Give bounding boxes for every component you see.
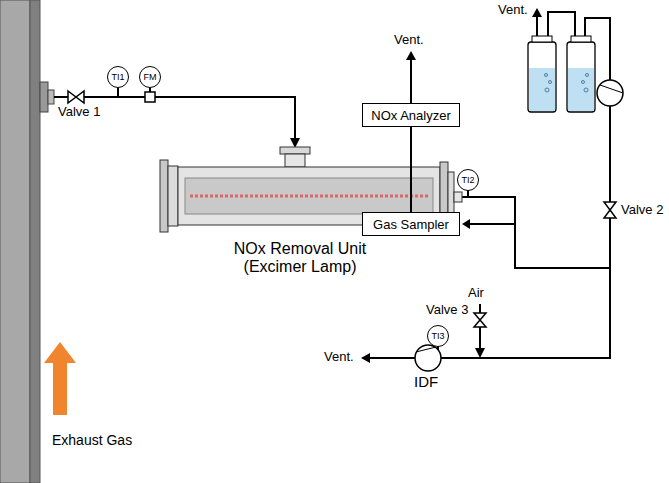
annotation-label: Vent. xyxy=(394,33,424,48)
ti1-stub xyxy=(117,88,119,97)
flowmeter-body xyxy=(145,92,155,102)
instrument-tag: TI3 xyxy=(431,332,444,341)
analyzer-vent-pipe xyxy=(410,58,412,103)
exhaust-arrow-head xyxy=(44,342,76,363)
device-name: NOx Analyzer xyxy=(371,109,450,122)
return-pipe xyxy=(441,106,610,358)
annotation-label: Air xyxy=(468,286,484,301)
stack-nozzle xyxy=(48,90,54,104)
valve-symbol xyxy=(474,313,486,327)
valve-symbol xyxy=(68,91,84,103)
pipe-connector xyxy=(411,127,412,212)
instrument-tag: TI1 xyxy=(111,73,124,82)
unit-outlet xyxy=(454,192,462,202)
stack-side xyxy=(30,0,40,483)
excimer-lamp xyxy=(185,178,433,214)
annotation-label: Valve 1 xyxy=(58,105,100,120)
impinger-bottle xyxy=(567,42,595,112)
stack-front xyxy=(0,0,30,483)
outlet-pipe xyxy=(462,197,610,268)
unit-flange xyxy=(168,166,178,226)
sample-pipe xyxy=(470,223,515,225)
instrument-circle: TI2 xyxy=(457,169,479,191)
fan-symbol xyxy=(415,345,441,371)
pipe-line xyxy=(410,127,412,212)
device-box: NOx Analyzer xyxy=(362,103,460,127)
device-name: Gas Sampler xyxy=(373,218,449,231)
annotation-label: Exhaust Gas xyxy=(52,432,132,448)
instrument-circle: FM xyxy=(139,66,161,88)
vent-pipe xyxy=(370,357,415,359)
exhaust-arrow xyxy=(53,362,67,415)
unit-inlet-flange xyxy=(280,147,310,154)
pipes xyxy=(54,12,610,358)
fan-symbol xyxy=(416,347,436,352)
impinger-liquid xyxy=(529,68,555,111)
device-box: Gas Sampler xyxy=(362,212,460,236)
annotation-label: Vent. xyxy=(498,3,528,18)
ti2-stub xyxy=(467,190,469,197)
annotation-label: Valve 2 xyxy=(621,203,663,218)
impinger-bottle xyxy=(528,42,556,112)
pump-symbol xyxy=(597,80,623,106)
valve-symbol xyxy=(604,202,616,218)
annotation-label: Valve 3 xyxy=(426,303,468,318)
pump-symbol xyxy=(600,85,623,93)
annotation-label: NOx Removal Unit (Excimer Lamp) xyxy=(205,240,395,277)
lamp-discharge xyxy=(190,195,428,198)
bubbles xyxy=(545,74,589,93)
instrument-tag: FM xyxy=(144,73,157,82)
impinger-cap xyxy=(532,36,552,42)
impinger-liquid xyxy=(568,68,594,111)
annotation-label: Vent. xyxy=(324,350,354,365)
stack-flange xyxy=(40,82,48,112)
instrument-circle: TI1 xyxy=(107,66,129,88)
instrument-circle: TI3 xyxy=(427,325,449,347)
instrument-tag: TI2 xyxy=(461,176,474,185)
annotation-label: IDF xyxy=(414,373,438,390)
unit-flange xyxy=(160,160,168,232)
unit-inlet-neck xyxy=(285,154,305,167)
inlet-pipe xyxy=(54,97,295,140)
impinger-cap xyxy=(571,36,591,42)
